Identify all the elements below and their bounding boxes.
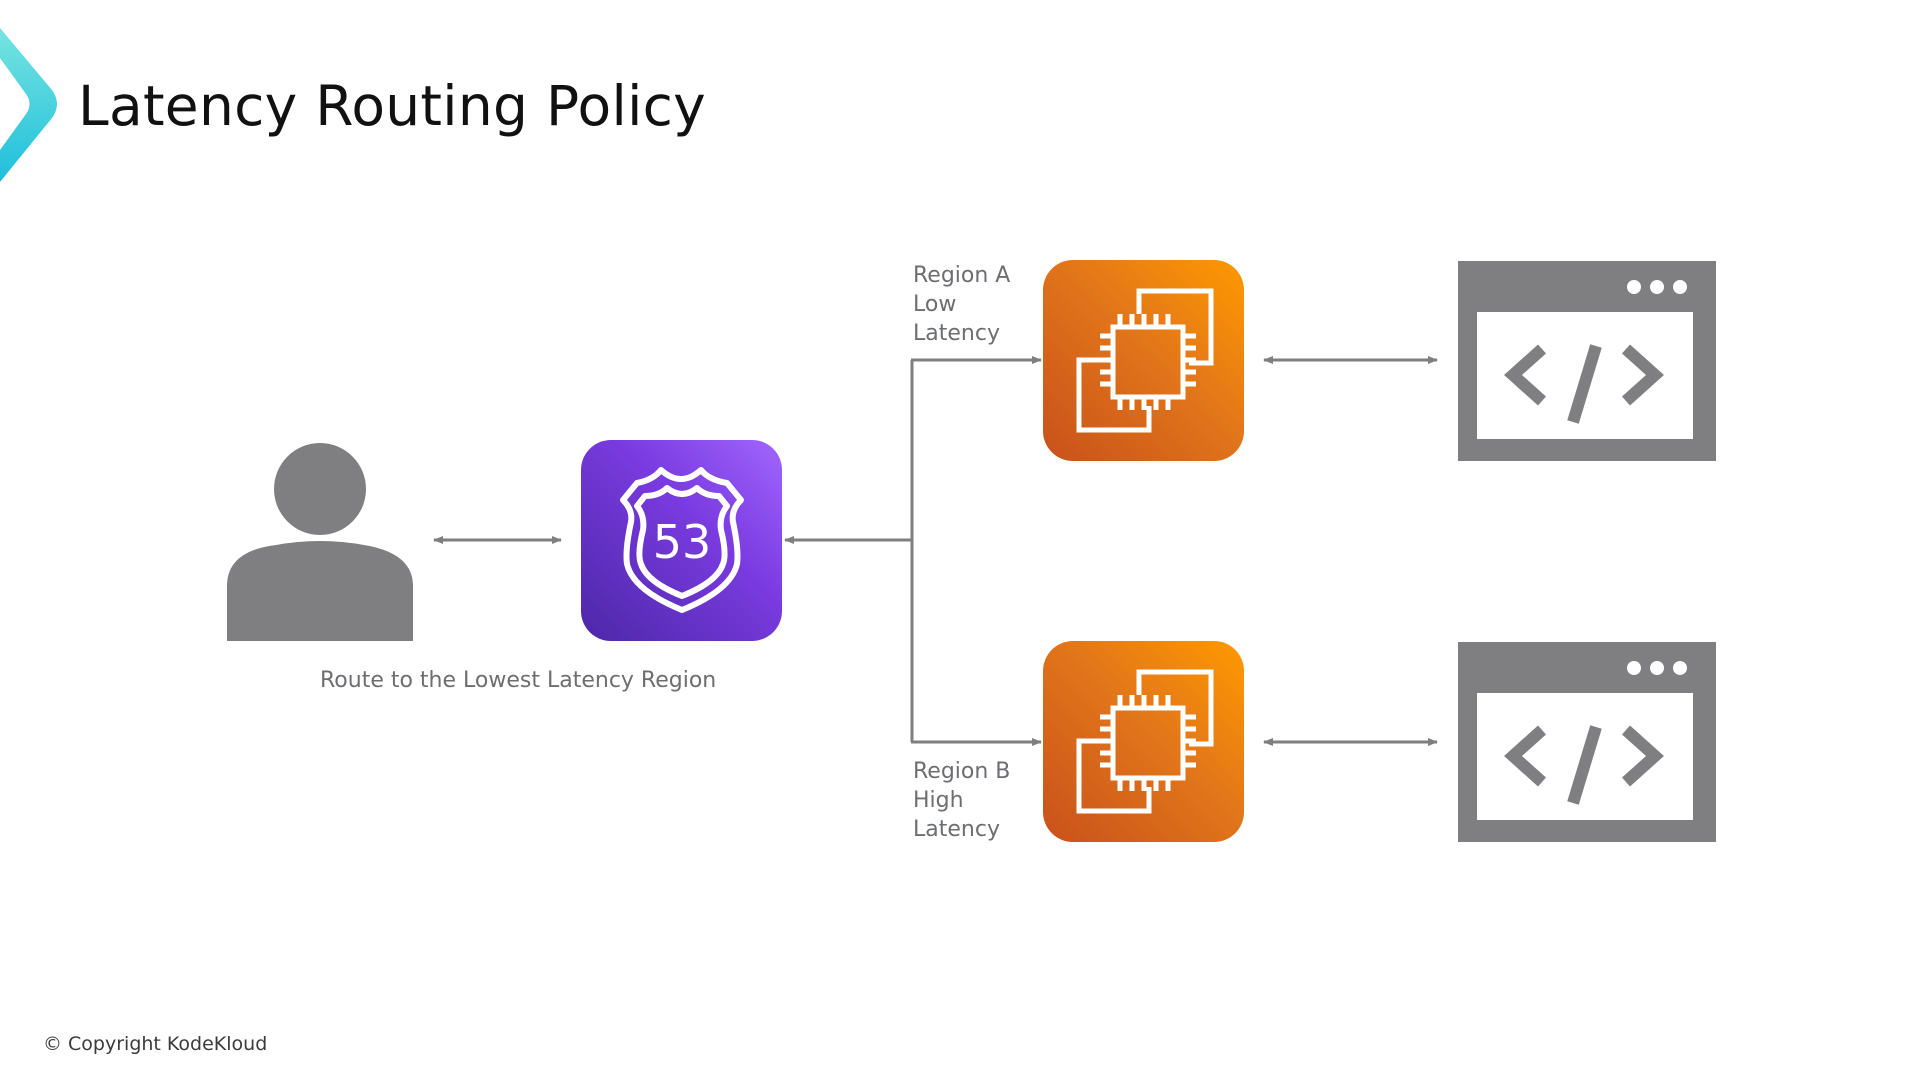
region-b-web-application-icon xyxy=(1458,642,1716,842)
slide-title: Latency Routing Policy xyxy=(78,74,707,138)
route53-shield-icon: 53 xyxy=(620,467,744,613)
routing-caption: Route to the Lowest Latency Region xyxy=(320,668,717,693)
region-a-label: Region A Low Latency xyxy=(913,263,1011,346)
route53-badge-text: 53 xyxy=(653,515,712,569)
kodekloud-chevron-logo xyxy=(0,28,57,182)
user-icon xyxy=(227,443,413,641)
region-b-label: Region B High Latency xyxy=(913,759,1011,842)
region-a-ec2-icon xyxy=(1043,260,1244,461)
region-a-web-application-icon xyxy=(1458,261,1716,461)
route53-icon: 53 xyxy=(581,440,782,641)
copyright-footer: © Copyright KodeKloud xyxy=(43,1033,268,1055)
region-b-ec2-icon xyxy=(1043,641,1244,842)
